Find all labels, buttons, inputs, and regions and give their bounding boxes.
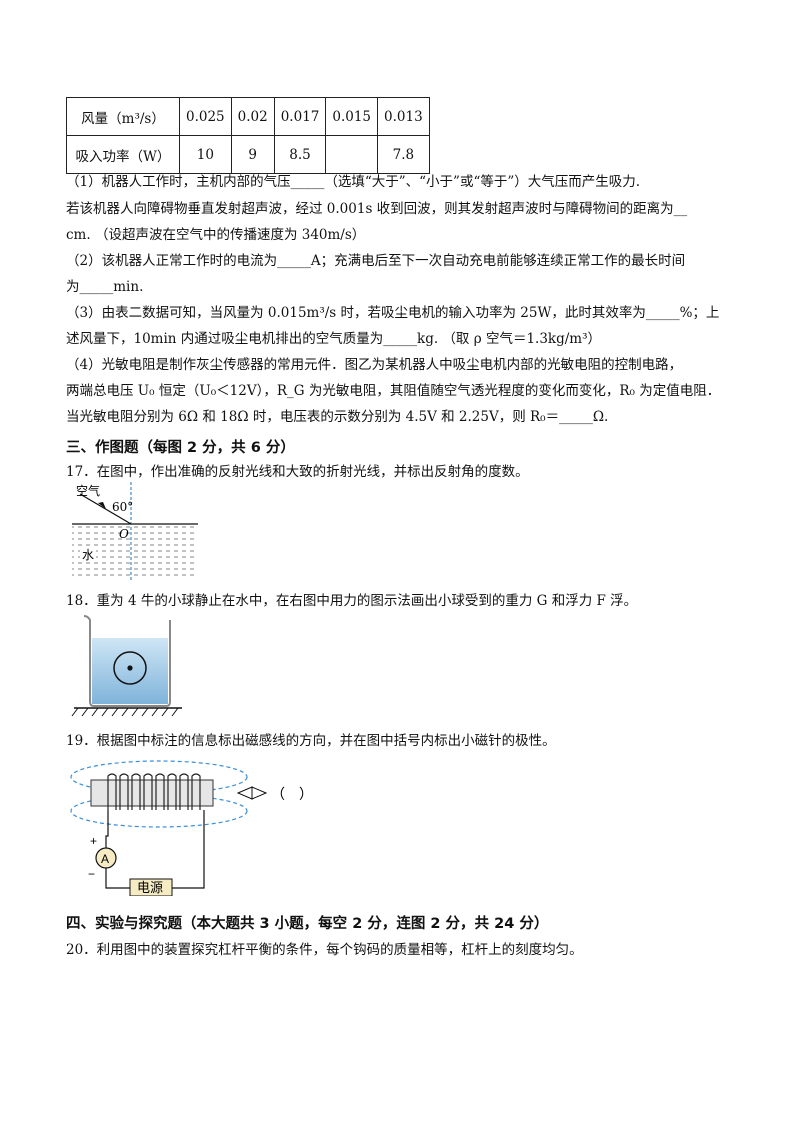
incident-ray xyxy=(79,493,132,525)
table-cell: 10 xyxy=(179,135,232,174)
section-3-heading: 三、作图题（每图 2 分，共 6 分） xyxy=(66,440,295,456)
table-cell: 0.025 xyxy=(179,97,232,136)
table-header-airflow: 风量（m³/s） xyxy=(66,97,180,136)
solenoid-circuit-diagram: A + − 电源 （ ） xyxy=(70,760,313,896)
table-row: 吸入功率（W） 10 9 8.5 7.8 xyxy=(66,135,430,174)
table-cell: 0.015 xyxy=(325,97,379,136)
beaker xyxy=(83,615,171,707)
polarity-bracket: （ ） xyxy=(271,787,313,803)
table-cell: 7.8 xyxy=(377,135,430,174)
q16-part2-line1: （2）该机器人正常工作时的电流为_____A；充满电后至下一次自动充电前能够连续… xyxy=(66,253,686,269)
q16-part4-line2: 两端总电压 U₀ 恒定（U₀＜12V），R_G 为光敏电阻，其阻值随空气透光程度… xyxy=(66,383,721,399)
compass-needle-left xyxy=(236,786,253,800)
q16-part1-line2: 若该机器人向障碍物垂直发射超声波，经过 0.001s 收到回波，则其发射超声波时… xyxy=(66,201,688,217)
power-source xyxy=(129,878,173,896)
table-cell: 9 xyxy=(230,135,275,174)
coil-windings xyxy=(107,773,201,810)
q19-text: 19．根据图中标注的信息标出磁感线的方向，并在图中括号内标出小磁针的极性。 xyxy=(66,733,556,749)
ray-arrow-icon xyxy=(98,502,106,509)
q18-text: 18．重为 4 牛的小球静止在水中，在右图中用力的图示法画出小球受到的重力 G … xyxy=(66,593,638,609)
label-water: 水 xyxy=(82,548,94,562)
table-header-power: 吸入功率（W） xyxy=(66,135,180,174)
airflow-power-table: 风量（m³/s） 0.025 0.02 0.017 0.015 0.013 吸入… xyxy=(66,97,430,174)
q17-text: 17．在图中，作出准确的反射光线和大致的折射光线，并标出反射角的度数。 xyxy=(66,464,529,480)
table-cell xyxy=(325,135,379,174)
q16-part4-line3: 当光敏电阻分别为 6Ω 和 18Ω 时，电压表的示数分别为 4.5V 和 2.2… xyxy=(66,409,609,425)
ground-hatch xyxy=(71,707,179,717)
water xyxy=(92,638,168,704)
circuit-wires xyxy=(105,810,205,889)
compass-needle-right xyxy=(251,786,268,800)
ball xyxy=(113,651,147,685)
ammeter-label: A xyxy=(101,852,109,866)
label-o: O xyxy=(119,527,129,541)
table-cell: 8.5 xyxy=(273,135,327,174)
ball-center xyxy=(127,665,133,671)
q16-part3-line2: 述风量下，10min 内通过吸尘电机排出的空气质量为_____kg. （取 ρ … xyxy=(66,331,602,347)
plus-sign: + xyxy=(90,834,97,848)
table-cell: 0.02 xyxy=(230,97,275,136)
section-4-heading: 四、实验与探究题（本大题共 3 小题，每空 2 分，连图 2 分，共 24 分） xyxy=(66,916,549,932)
q16-part1-line3: cm. （设超声波在空气中的传播速度为 340m/s） xyxy=(66,227,366,243)
label-angle: 60° xyxy=(112,500,133,514)
q20-text: 20．利用图中的装置探究杠杆平衡的条件，每个钩码的质量相等，杠杆上的刻度均匀。 xyxy=(66,942,583,958)
table-cell: 0.013 xyxy=(377,97,430,136)
q16-part3-line1: （3）由表二数据可知，当风量为 0.015m³/s 时，若吸尘电机的输入功率为 … xyxy=(66,305,720,321)
minus-sign: − xyxy=(88,867,95,881)
q16-part1-line1: （1）机器人工作时，主机内部的气压_____（选填“大于”、“小于”或“等于”）… xyxy=(66,174,641,190)
ammeter xyxy=(95,847,117,869)
q16-part2-line2: 为_____min. xyxy=(66,279,144,295)
table-cell: 0.017 xyxy=(273,97,327,136)
table-row: 风量（m³/s） 0.025 0.02 0.017 0.015 0.013 xyxy=(66,97,430,136)
q16-part4-line1: （4）光敏电阻是制作灰尘传感器的常用元件．图乙为某机器人中吸尘电机内部的光敏电阻… xyxy=(66,357,683,373)
beaker-diagram xyxy=(71,615,182,717)
refraction-diagram: 空气 60° O 水 xyxy=(72,482,198,580)
label-air: 空气 xyxy=(76,483,100,498)
power-source-label: 电源 xyxy=(137,881,163,896)
